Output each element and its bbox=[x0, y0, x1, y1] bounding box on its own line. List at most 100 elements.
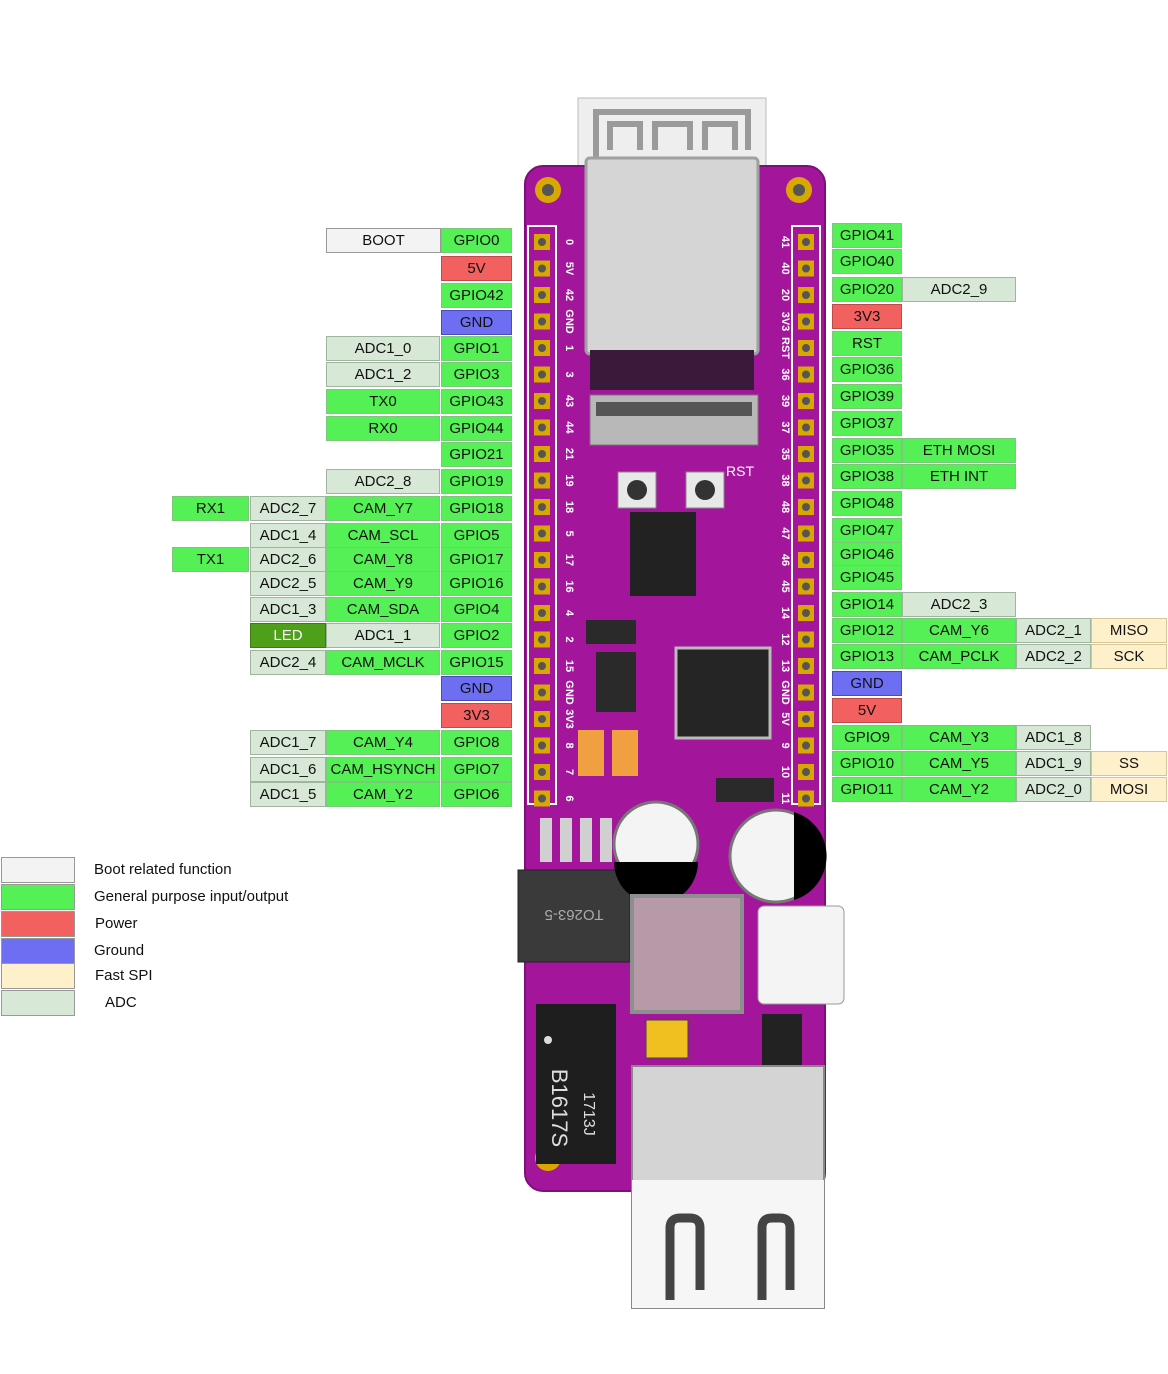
right-silkscreen-label: 41 bbox=[779, 236, 791, 248]
right-pin-label-gpio13: GPIO13 bbox=[832, 644, 902, 669]
left-pin-label-gpio15: GPIO15 bbox=[441, 650, 512, 675]
left-pin-label-gpio6: GPIO6 bbox=[441, 782, 512, 807]
left-pin-label-gnd: GND bbox=[441, 310, 512, 335]
left-pin-label-gpio17: GPIO17 bbox=[441, 547, 512, 572]
left-pin-label-led: LED bbox=[250, 623, 326, 648]
left-pin-label-boot: BOOT bbox=[326, 228, 441, 253]
diode bbox=[716, 778, 774, 802]
left-silkscreen-label: 2 bbox=[563, 636, 575, 642]
legend-swatch-spi bbox=[1, 963, 75, 989]
right-silkscreen-label: 39 bbox=[779, 395, 791, 407]
left-pin-label-gpio3: GPIO3 bbox=[441, 362, 512, 387]
right-silkscreen-label: 38 bbox=[779, 474, 791, 486]
right-silkscreen-label: 13 bbox=[779, 660, 791, 672]
right-pin-label-adc2-2: ADC2_2 bbox=[1016, 644, 1091, 669]
right-silkscreen-label: 3V3 bbox=[779, 312, 791, 332]
right-silkscreen-label: 46 bbox=[779, 554, 791, 566]
left-pin-label-3v3: 3V3 bbox=[441, 703, 512, 728]
left-silkscreen-label: 44 bbox=[563, 421, 575, 434]
right-silkscreen-label: 48 bbox=[779, 501, 791, 513]
right-silkscreen-label: 12 bbox=[779, 633, 791, 645]
left-pin-label-cam-sda: CAM_SDA bbox=[326, 597, 440, 622]
left-silkscreen-label: 6 bbox=[563, 795, 575, 801]
left-pin-label-adc1-6: ADC1_6 bbox=[250, 757, 326, 782]
left-pin-label-gpio2: GPIO2 bbox=[441, 623, 512, 648]
right-silkscreen-label: GND bbox=[779, 680, 791, 705]
left-pin-label-gpio7: GPIO7 bbox=[441, 757, 512, 782]
right-pin-label-gpio37: GPIO37 bbox=[832, 411, 902, 436]
reset-button-cap bbox=[695, 480, 715, 500]
capacitor bbox=[578, 730, 604, 776]
left-pin-label-adc1-1: ADC1_1 bbox=[326, 623, 440, 648]
right-pin-label-adc1-9: ADC1_9 bbox=[1016, 751, 1091, 776]
right-pin-label-adc2-3: ADC2_3 bbox=[902, 592, 1016, 617]
right-silkscreen-label: 5V bbox=[779, 712, 791, 726]
fuse bbox=[645, 1019, 689, 1059]
left-silkscreen-label: 0 bbox=[563, 239, 575, 245]
left-pin-label-gpio43: GPIO43 bbox=[441, 389, 512, 414]
legend-label: ADC bbox=[105, 994, 137, 1011]
right-pin-label-eth-int: ETH INT bbox=[902, 464, 1016, 489]
left-pin-label-gpio8: GPIO8 bbox=[441, 730, 512, 755]
right-pin-label-gpio14: GPIO14 bbox=[832, 592, 902, 617]
left-pin-label-gpio42: GPIO42 bbox=[441, 283, 512, 308]
left-pin-label-adc2-7: ADC2_7 bbox=[250, 496, 326, 521]
left-pin-label-adc1-4: ADC1_4 bbox=[250, 523, 326, 548]
legend-label: General purpose input/output bbox=[94, 888, 289, 905]
ldo-chip bbox=[596, 652, 636, 712]
left-pin-label-adc2-4: ADC2_4 bbox=[250, 650, 326, 675]
right-pin-label-adc2-1: ADC2_1 bbox=[1016, 618, 1091, 643]
left-pin-label-adc1-7: ADC1_7 bbox=[250, 730, 326, 755]
legend-swatch-adc bbox=[1, 990, 75, 1016]
ethernet-transformer bbox=[536, 1004, 616, 1164]
antenna-trace bbox=[593, 109, 751, 160]
right-pin-label-cam-y3: CAM_Y3 bbox=[902, 725, 1016, 750]
left-pin-label-adc1-5: ADC1_5 bbox=[250, 782, 326, 807]
right-pin-label-eth-mosi: ETH MOSI bbox=[902, 438, 1016, 463]
legend-label: Ground bbox=[94, 942, 145, 959]
legend-label: Fast SPI bbox=[95, 967, 153, 984]
left-silkscreen-label: GND bbox=[563, 309, 575, 334]
right-pin-label-gpio12: GPIO12 bbox=[832, 618, 902, 643]
left-pin-label-cam-hsynch: CAM_HSYNCH bbox=[326, 757, 440, 782]
camera-connector-slot bbox=[596, 402, 752, 416]
left-pin-label-adc1-0: ADC1_0 bbox=[326, 336, 440, 361]
boot-button-cap bbox=[627, 480, 647, 500]
left-pin-label-tx1: TX1 bbox=[172, 547, 249, 572]
transformer-marking-1: B1617S bbox=[547, 1069, 572, 1147]
right-pin-label-gpio20: GPIO20 bbox=[832, 277, 902, 302]
left-pin-label-gpio19: GPIO19 bbox=[441, 469, 512, 494]
legend-label: Boot related function bbox=[94, 861, 232, 878]
right-pin-label-gpio36: GPIO36 bbox=[832, 357, 902, 382]
right-pin-label-ss: SS bbox=[1091, 751, 1167, 776]
right-pin-label-gpio46: GPIO46 bbox=[832, 542, 902, 567]
mount-hole bbox=[793, 184, 805, 196]
right-silkscreen-label: 40 bbox=[779, 262, 791, 274]
right-silkscreen-label: RST bbox=[779, 337, 791, 359]
left-silkscreen-label: 43 bbox=[563, 395, 575, 407]
left-pin-label-cam-scl: CAM_SCL bbox=[326, 523, 440, 548]
right-pin-label-adc2-0: ADC2_0 bbox=[1016, 777, 1091, 802]
left-silkscreen-label: 5V bbox=[563, 262, 575, 276]
usb-uart-chip bbox=[630, 512, 696, 596]
right-pin-label-gpio47: GPIO47 bbox=[832, 518, 902, 543]
left-pin-label-cam-y8: CAM_Y8 bbox=[326, 547, 440, 572]
right-pin-label-adc2-9: ADC2_9 bbox=[902, 277, 1016, 302]
regulator-pins bbox=[540, 818, 612, 862]
left-pin-label-adc1-3: ADC1_3 bbox=[250, 597, 326, 622]
left-pin-label-gpio0: GPIO0 bbox=[441, 228, 512, 253]
left-silkscreen-label: 17 bbox=[563, 554, 575, 566]
left-pin-label-gpio44: GPIO44 bbox=[441, 416, 512, 441]
right-pin-label-adc1-8: ADC1_8 bbox=[1016, 725, 1091, 750]
right-pin-label-cam-pclk: CAM_PCLK bbox=[902, 644, 1016, 669]
left-silkscreen-label: 5 bbox=[563, 530, 575, 536]
left-pin-label-5v: 5V bbox=[441, 256, 512, 281]
left-silkscreen-label: 21 bbox=[563, 448, 575, 460]
left-silkscreen-label: 18 bbox=[563, 501, 575, 513]
right-pin-label-gpio35: GPIO35 bbox=[832, 438, 902, 463]
left-pin-label-tx0: TX0 bbox=[326, 389, 440, 414]
left-pin-label-gpio5: GPIO5 bbox=[441, 523, 512, 548]
left-pin-label-gpio18: GPIO18 bbox=[441, 496, 512, 521]
right-silkscreen-label: 45 bbox=[779, 580, 791, 592]
